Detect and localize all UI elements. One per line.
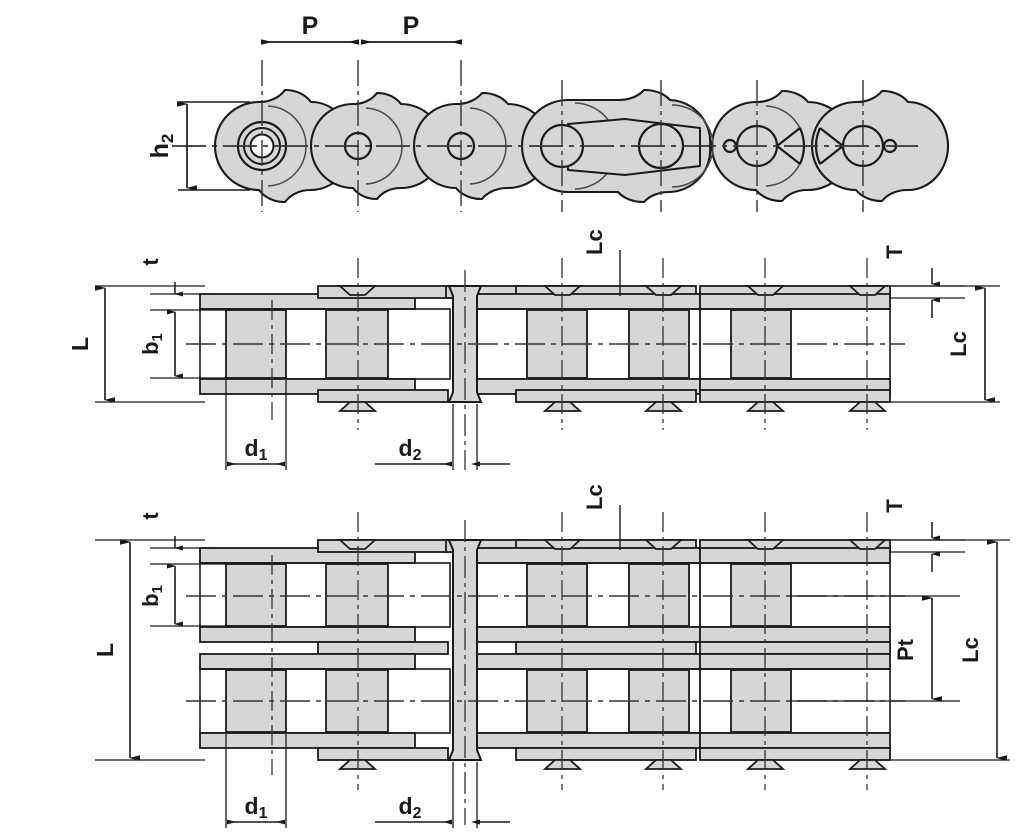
dimension-d1-duplex: d1 <box>225 734 287 828</box>
dimension-b1-duplex: b1 <box>138 563 235 627</box>
dimension-pitch-group: P P <box>261 12 462 45</box>
simplex-outer-plates-bottom <box>199 378 891 403</box>
label-Lc-right-simplex: Lc <box>946 331 971 357</box>
label-L-simplex: L <box>67 337 93 351</box>
dimension-Lc-left-duplex: Lc <box>582 484 621 550</box>
d-inner-plate-mid-1 <box>317 641 449 655</box>
duplex-roller-centerlines <box>271 512 868 790</box>
connecting-pin-section <box>447 270 483 470</box>
label-d1-simplex: d1 <box>245 435 268 464</box>
pin-rivet-heads-top <box>337 285 888 296</box>
d-roller-a5 <box>730 563 792 627</box>
dimension-L-duplex: L <box>92 539 205 761</box>
d-outer-plate-mid2-2 <box>469 653 701 670</box>
dimension-t-simplex: t <box>138 258 215 297</box>
duplex-connecting-pin-section <box>447 520 483 825</box>
rivet-head-3 <box>643 285 684 296</box>
duplex-strand-upper <box>199 539 891 655</box>
label-b1-simplex: b1 <box>138 333 166 355</box>
d-roller-a2 <box>325 563 389 627</box>
d-inner-plate-bot-4 <box>699 747 891 761</box>
dimension-Lc-right-simplex: Lc <box>890 285 1000 403</box>
dimension-d2-simplex: d2 <box>375 404 510 470</box>
label-Lc-left-duplex: Lc <box>582 484 607 510</box>
view-side-elevation: P P h2 <box>146 12 950 212</box>
dimension-L-simplex: L <box>67 285 205 403</box>
d-outer-plate-mid-2 <box>469 626 701 643</box>
simplex-roller-centerlines <box>271 258 868 430</box>
d-roller-a1 <box>225 563 287 627</box>
outer-plate-top-3 <box>699 293 891 310</box>
dimension-d1-simplex: d1 <box>225 380 287 470</box>
dimension-Lc-left-simplex: Lc <box>582 229 621 296</box>
label-d2-simplex: d2 <box>399 435 422 464</box>
rivet-head-2 <box>542 285 583 296</box>
d-inner-plate-bot-3 <box>515 747 697 761</box>
label-pitch-2: P <box>403 12 420 40</box>
label-Lc-left-simplex: Lc <box>582 229 607 255</box>
duplex-rivet-heads-top <box>337 539 888 550</box>
rivet-head-5 <box>847 285 888 296</box>
d-outer-plate-top-3 <box>699 547 891 564</box>
d-rivet-t1 <box>337 539 378 550</box>
d-outer-plate-bot-2 <box>469 732 701 749</box>
d-inner-plate-mid-4 <box>699 641 891 655</box>
label-Lc-right-duplex: Lc <box>958 637 983 663</box>
d-inner-plate-bot-1 <box>317 747 449 761</box>
label-T-simplex: T <box>882 245 907 259</box>
dimension-Pt-duplex: Pt <box>790 595 960 702</box>
inner-plate-bottom-3 <box>515 389 697 403</box>
dimension-d2-duplex: d2 <box>375 762 510 828</box>
label-d2-duplex: d2 <box>399 793 422 822</box>
simplex-outer-plates-top <box>199 285 891 310</box>
label-T-duplex: T <box>882 499 907 513</box>
rivet-head-1 <box>337 285 378 296</box>
label-b1-duplex: b1 <box>138 585 166 607</box>
outer-plate-top-2 <box>469 293 701 310</box>
d-roller-a4 <box>628 563 690 627</box>
label-t-duplex: t <box>138 512 163 520</box>
inner-plate-bottom-1 <box>317 389 449 403</box>
inner-plate-bottom-4 <box>699 389 891 403</box>
label-L-duplex: L <box>92 643 118 657</box>
d-outer-plate-top-2 <box>469 547 701 564</box>
d-outer-plate-mid-1 <box>199 626 416 643</box>
d-outer-plate-bot-3 <box>699 732 891 749</box>
dimension-t-duplex: t <box>138 512 215 551</box>
view-duplex-plan: L b1 t d1 <box>92 484 1010 828</box>
d-rivet-t3 <box>643 539 684 550</box>
view-simplex-plan: L b1 t d1 <box>67 229 1000 470</box>
label-d1-duplex: d1 <box>245 793 268 822</box>
d-outer-plate-mid2-1 <box>199 653 416 670</box>
d-rivet-t5 <box>847 539 888 550</box>
d-outer-plate-mid2-3 <box>699 653 891 670</box>
d-inner-plate-top-1 <box>317 539 449 553</box>
label-pitch-1: P <box>302 12 319 40</box>
label-t-simplex: t <box>138 258 163 266</box>
dimension-Lc-right-duplex: Lc <box>890 539 1010 761</box>
label-h2: h2 <box>146 134 177 159</box>
rivet-head-4 <box>745 285 786 296</box>
d-outer-plate-mid-3 <box>699 626 891 643</box>
inner-plate-top-1 <box>317 285 449 299</box>
d-inner-plate-mid-3 <box>515 641 697 655</box>
d-outer-plate-bot-1 <box>199 732 416 749</box>
dimension-h2-group: h2 <box>146 101 250 191</box>
d-rivet-t4 <box>745 539 786 550</box>
d-rivet-t2 <box>542 539 583 550</box>
dimension-b1-simplex: b1 <box>138 309 235 379</box>
d-roller-a3 <box>526 563 588 627</box>
label-Pt-duplex: Pt <box>893 638 918 661</box>
